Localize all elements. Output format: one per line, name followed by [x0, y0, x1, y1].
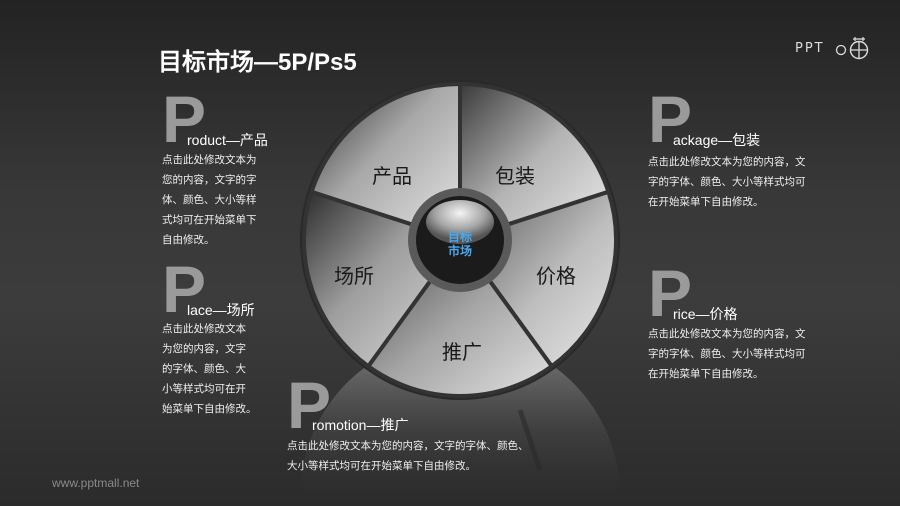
segment-label-product: 产品 — [372, 164, 412, 188]
text-line: 式均可在开始菜单下 — [162, 214, 257, 226]
center-label-line2: 市场 — [447, 244, 472, 258]
segment-label-promotion: 推广 — [442, 340, 482, 364]
text-line: 点击此处修改文本为 — [162, 154, 257, 166]
logo-mark-icon — [835, 37, 869, 60]
logo-text: PPT — [795, 41, 825, 56]
price-initial: P — [648, 256, 693, 330]
text-line: 为您的内容，文字 — [162, 343, 246, 355]
text-line: 始菜单下自由修改。 — [162, 403, 257, 415]
text-line: 点击此处修改文本为您的内容，文 — [648, 156, 806, 168]
price-heading: rice—价格 — [673, 306, 738, 322]
text-line: 的字体、颜色、大 — [162, 363, 246, 375]
text-line: 小等样式均可在开 — [162, 383, 246, 395]
product-heading: roduct—产品 — [187, 132, 268, 148]
product-initial: P — [162, 82, 207, 156]
page-title: 目标市场—5P/Ps5 — [158, 49, 357, 76]
text-line: 在开始菜单下自由修改。 — [648, 196, 764, 208]
text-line: 点击此处修改文本为您的内容，文字的字体、颜色、 — [287, 440, 529, 452]
segment-label-place: 场所 — [334, 264, 374, 288]
promotion-heading: romotion—推广 — [312, 417, 409, 433]
text-line: 字的字体、颜色、大小等样式均可 — [648, 176, 806, 188]
text-line: 点击此处修改文本为您的内容，文 — [648, 328, 806, 340]
place-description: 点击此处修改文本 为您的内容，文字 的字体、颜色、大 小等样式均可在开 始菜单下… — [162, 319, 282, 419]
text-line: 您的内容，文字的字 — [162, 174, 257, 186]
promotion-description: 点击此处修改文本为您的内容，文字的字体、颜色、 大小等样式均可在开始菜单下自由修… — [287, 436, 567, 476]
price-description: 点击此处修改文本为您的内容，文 字的字体、颜色、大小等样式均可 在开始菜单下自由… — [648, 324, 828, 384]
product-description: 点击此处修改文本为 您的内容，文字的字 体、颜色、大小等样 式均可在开始菜单下 … — [162, 150, 292, 250]
place-initial: P — [162, 252, 207, 326]
package-heading: ackage—包装 — [673, 132, 761, 148]
promotion-initial: P — [287, 368, 332, 442]
package-initial: P — [648, 82, 693, 156]
segment-label-package: 包装 — [495, 164, 535, 188]
text-line: 点击此处修改文本 — [162, 323, 246, 335]
package-description: 点击此处修改文本为您的内容，文 字的字体、颜色、大小等样式均可 在开始菜单下自由… — [648, 152, 828, 212]
text-line: 大小等样式均可在开始菜单下自由修改。 — [287, 460, 476, 472]
center-label: 目标 市场 — [436, 230, 484, 258]
text-line: 字的字体、颜色、大小等样式均可 — [648, 348, 806, 360]
place-heading: lace—场所 — [187, 302, 255, 318]
footer-url[interactable]: www.pptmall.net — [52, 476, 140, 490]
pptmall-logo: PPT — [795, 36, 875, 66]
center-label-line1: 目标 — [447, 230, 472, 244]
segment-promotion[interactable] — [365, 236, 555, 398]
segment-label-price: 价格 — [536, 264, 576, 288]
text-line: 体、颜色、大小等样 — [162, 194, 257, 206]
text-line: 自由修改。 — [162, 234, 215, 246]
text-line: 在开始菜单下自由修改。 — [648, 368, 764, 380]
